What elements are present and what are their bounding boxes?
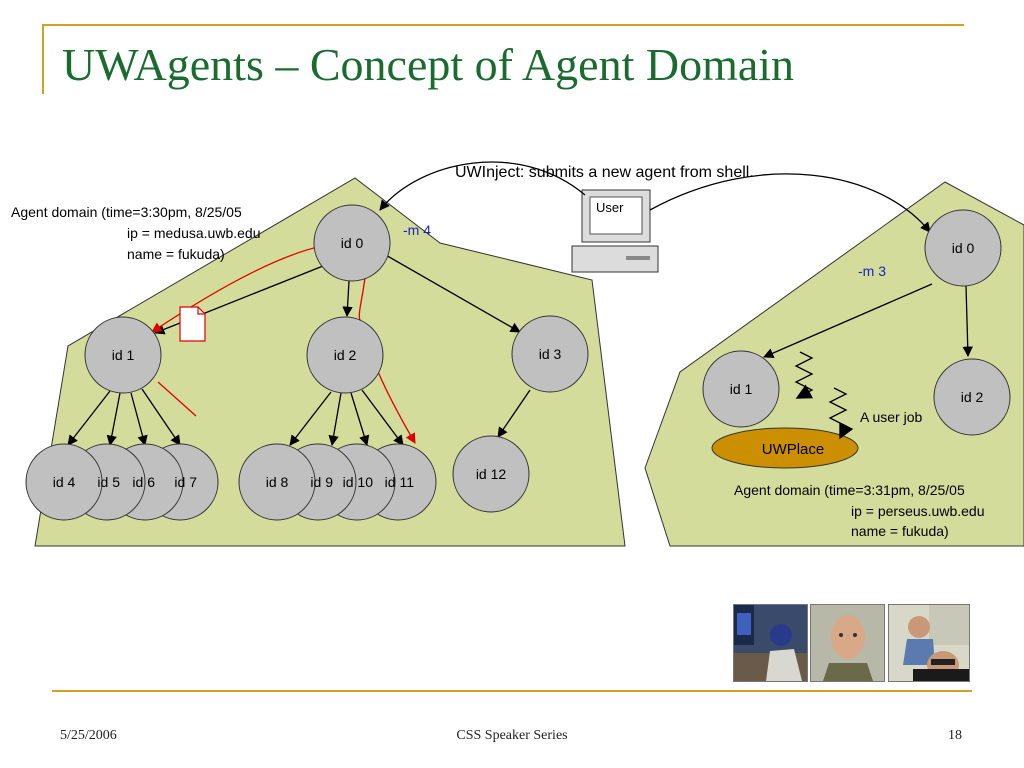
- node-id3-label: id 3: [539, 346, 562, 362]
- footer-rule: [52, 690, 972, 692]
- uwinject-caption: UWInject: submits a new agent from shell…: [455, 164, 754, 181]
- page-number: 18: [948, 728, 962, 743]
- uwplace-label: UWPlace: [762, 441, 825, 458]
- node-id6-label: id 6: [132, 474, 155, 490]
- right-node-id2-label: id 2: [961, 389, 984, 405]
- node-id0-label: id 0: [341, 235, 364, 251]
- left-m-label: -m 4: [403, 222, 431, 238]
- node-id2: [306, 316, 384, 394]
- agent-document-icon: [179, 306, 206, 342]
- footer-date: 5/25/2006: [60, 728, 117, 743]
- title-top-rule: [42, 24, 964, 26]
- uwplace-ellipse: [711, 427, 859, 469]
- arrow-user-to-right-id0: [649, 173, 931, 233]
- left-domain-edges: [67, 253, 531, 447]
- node-id7-label: id 7: [174, 474, 197, 490]
- right-domain-label-line1: Agent domain (time=3:31pm, 8/25/05: [734, 482, 965, 498]
- user-computer-icon: [571, 189, 659, 273]
- red-path-from-id1: [157, 381, 197, 417]
- node-id12: [452, 435, 530, 513]
- node-id2-label: id 2: [334, 347, 357, 363]
- node-id3: [511, 315, 589, 393]
- node-id10-label: id 10: [343, 474, 374, 490]
- right-node-id1-label: id 1: [730, 381, 753, 397]
- left-domain-label-line2: ip = medusa.uwb.edu: [127, 225, 260, 241]
- node-id9-label: id 9: [310, 474, 333, 490]
- node-id12-label: id 12: [476, 466, 507, 482]
- right-node-id2: [933, 358, 1011, 436]
- squiggle-arrow-right: [828, 387, 854, 440]
- node-id4: [25, 443, 103, 521]
- node-id8: [238, 443, 316, 521]
- node-id4-label: id 4: [53, 474, 76, 490]
- slide-title: UWAgents – Concept of Agent Domain: [62, 39, 795, 90]
- right-node-id0: [924, 209, 1002, 287]
- title-left-rule: [42, 24, 44, 94]
- man-portrait-photo: [810, 604, 885, 682]
- right-node-id0-label: id 0: [952, 240, 975, 256]
- node-id8-label: id 8: [266, 474, 289, 490]
- arrow-user-to-left-id0: [379, 161, 586, 211]
- node-id1: [84, 316, 162, 394]
- node-id0: [313, 204, 391, 282]
- agent-domain-diagram: UWInject: submits a new agent from shell…: [11, 161, 1024, 547]
- left-domain-label-line1: Agent domain (time=3:30pm, 8/25/05: [11, 204, 242, 220]
- man-with-child-photo: [888, 604, 970, 682]
- right-node-id1: [702, 350, 780, 428]
- person-at-computer-photo: [733, 604, 808, 682]
- left-domain-label-line3: name = fukuda): [127, 246, 225, 262]
- user-job-label: A user job: [860, 409, 922, 425]
- node-id5-label: id 5: [97, 474, 120, 490]
- node-id11-label: id 11: [385, 474, 415, 490]
- squiggle-arrow-left: [794, 351, 814, 399]
- footer-center-text: CSS Speaker Series: [456, 728, 568, 743]
- right-domain-label-line3: name = fukuda): [851, 523, 949, 539]
- node-id1-label: id 1: [112, 347, 135, 363]
- left-domain-nodes: [25, 204, 589, 521]
- computer-user-label: User: [596, 200, 624, 215]
- right-m-label: -m 3: [858, 263, 886, 279]
- right-domain-label-line2: ip = perseus.uwb.edu: [851, 503, 984, 519]
- right-domain-edges: [763, 283, 973, 359]
